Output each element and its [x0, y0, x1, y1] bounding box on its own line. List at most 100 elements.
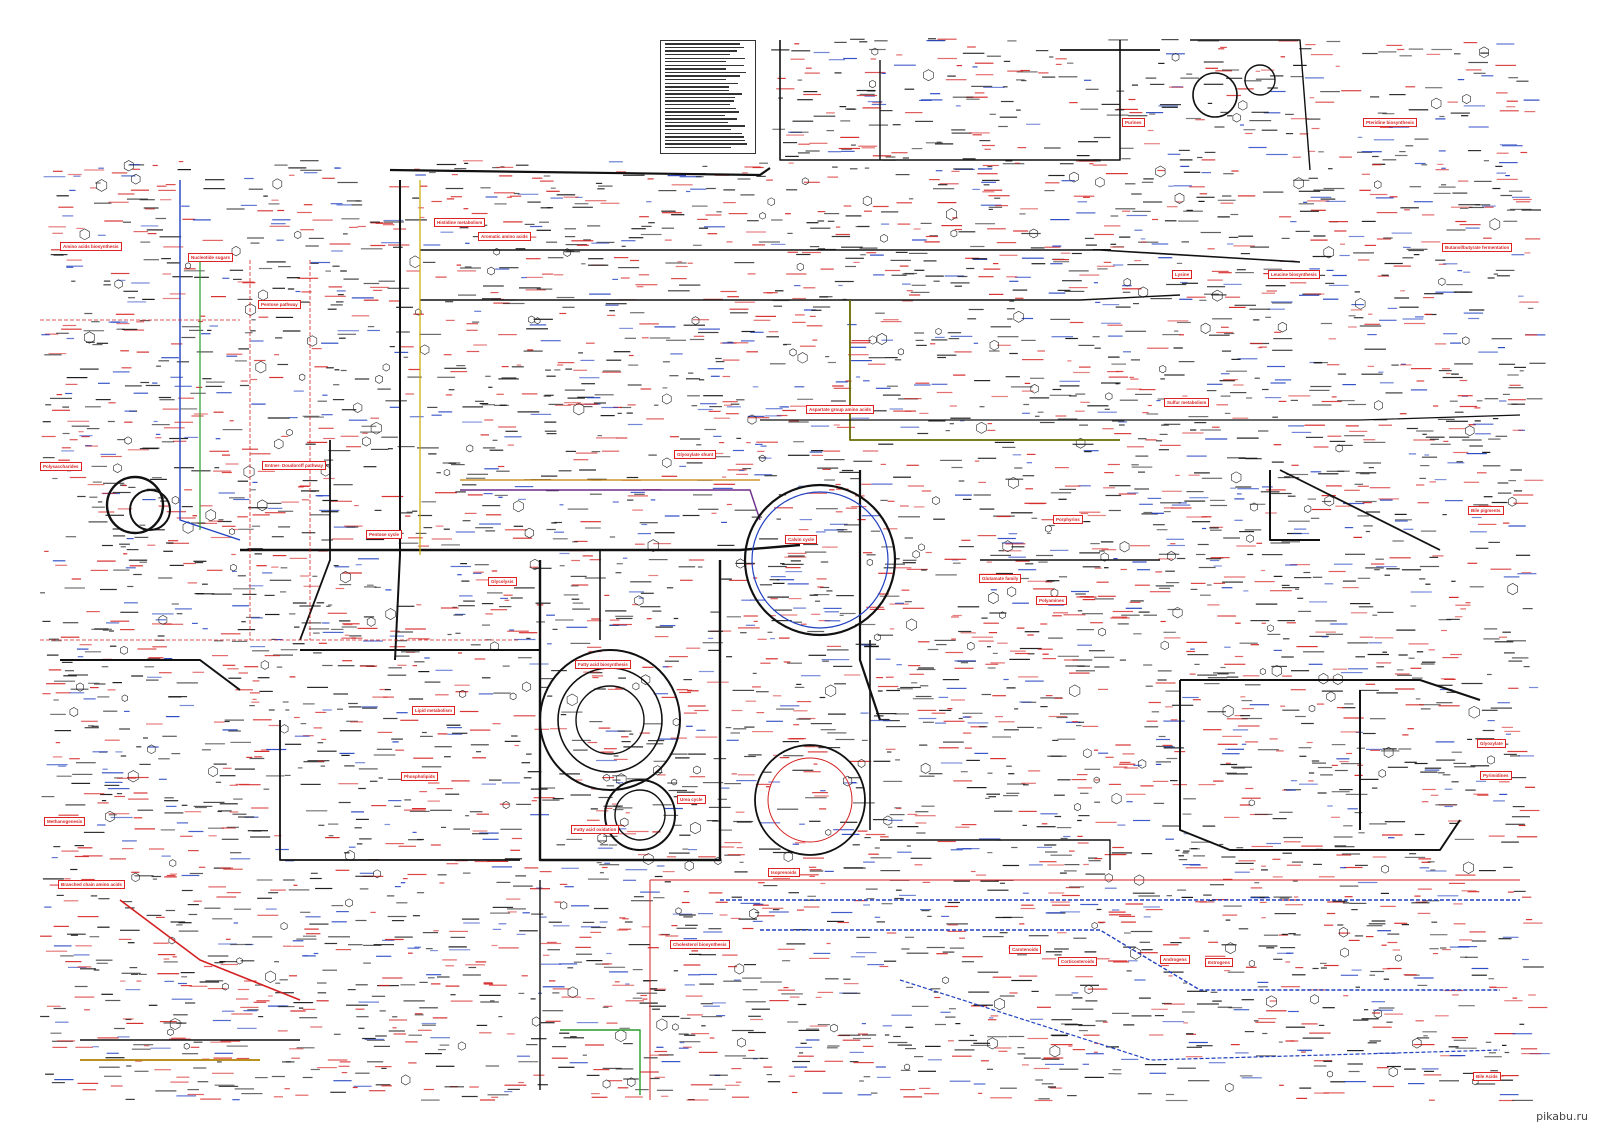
- fine-print-mark: [546, 241, 558, 243]
- fine-print-mark: [897, 851, 912, 853]
- fine-print-mark: [732, 689, 755, 691]
- fine-print-mark: [1209, 334, 1230, 336]
- fine-print-mark: [1442, 376, 1463, 379]
- fine-print-mark: [1145, 439, 1157, 441]
- fine-print-mark: [1027, 580, 1050, 582]
- fine-print-mark: [1042, 958, 1057, 960]
- fine-print-mark: [962, 956, 983, 958]
- fine-print-mark: [1331, 744, 1346, 746]
- fine-print-mark: [405, 219, 427, 221]
- fine-print-mark: [1522, 958, 1529, 961]
- fine-print-mark: [1146, 112, 1164, 114]
- fine-print-mark: [197, 522, 218, 524]
- fine-print-mark: [1320, 91, 1340, 93]
- fine-print-mark: [427, 800, 440, 802]
- fine-print-mark: [900, 686, 921, 689]
- fine-print-mark: [575, 452, 598, 454]
- fine-print-mark: [247, 1009, 259, 1011]
- fine-print-mark: [787, 454, 810, 456]
- fine-print-mark: [603, 966, 626, 968]
- fine-print-mark: [455, 491, 466, 493]
- fine-print-mark: [1347, 668, 1369, 670]
- fine-print-mark: [1404, 322, 1426, 325]
- fine-print-mark: [1371, 787, 1378, 789]
- fine-print-mark: [1161, 424, 1169, 426]
- fine-print-mark: [491, 1096, 499, 1098]
- fine-print-mark: [462, 872, 471, 874]
- fine-print-mark: [822, 660, 829, 662]
- fine-print-mark: [1512, 997, 1518, 999]
- fine-print-mark: [1240, 715, 1251, 717]
- fine-print-mark: [1143, 201, 1163, 203]
- fine-print-mark: [237, 575, 246, 577]
- fine-print-mark: [193, 1041, 203, 1043]
- fine-print-mark: [1452, 994, 1459, 996]
- fine-print-mark: [422, 932, 438, 934]
- fine-print-mark: [513, 192, 520, 195]
- fine-print-mark: [1076, 629, 1094, 631]
- fine-print-mark: [328, 835, 334, 837]
- fine-print-mark: [55, 1021, 69, 1023]
- fine-print-mark: [980, 204, 1002, 206]
- fine-print-mark: [192, 671, 204, 673]
- fine-print-mark: [1334, 846, 1355, 848]
- fine-print-mark: [178, 397, 194, 399]
- fine-print-mark: [1063, 870, 1077, 872]
- fine-print-mark: [1353, 1019, 1369, 1021]
- fine-print-mark: [1094, 858, 1103, 860]
- fine-print-mark: [803, 906, 820, 908]
- fine-print-mark: [516, 364, 522, 366]
- fine-print-mark: [954, 1049, 975, 1051]
- fine-print-mark: [69, 189, 76, 191]
- fine-print-mark: [293, 884, 298, 886]
- fine-print-mark: [355, 1072, 370, 1074]
- fine-print-mark: [143, 259, 159, 261]
- fine-print-mark: [1211, 270, 1229, 272]
- fine-print-mark: [605, 303, 627, 305]
- fine-print-mark: [977, 168, 993, 170]
- fine-print-mark: [600, 415, 615, 417]
- fine-print-mark: [480, 1001, 499, 1003]
- fine-print-mark: [1404, 1068, 1416, 1070]
- fine-print-mark: [745, 1001, 766, 1003]
- fine-print-mark: [809, 594, 818, 596]
- fine-print-mark: [554, 369, 561, 371]
- fine-print-mark: [298, 486, 304, 488]
- fine-print-mark: [1184, 500, 1206, 502]
- fine-print-mark: [1079, 274, 1100, 276]
- fine-print-mark: [332, 399, 345, 401]
- fine-print-mark: [178, 930, 199, 932]
- fine-print-mark: [1368, 923, 1386, 925]
- fine-print-mark: [759, 162, 768, 164]
- fine-print-mark: [1027, 1037, 1049, 1040]
- fine-print-mark: [400, 719, 419, 721]
- fine-print-mark: [1328, 338, 1337, 340]
- fine-print-mark: [144, 666, 155, 668]
- fine-print-mark: [686, 1099, 709, 1101]
- fine-print-mark: [1078, 1024, 1096, 1027]
- fine-print-mark: [1022, 892, 1029, 894]
- fine-print-mark: [162, 297, 181, 300]
- fine-print-mark: [1507, 750, 1528, 753]
- fine-print-mark: [1111, 852, 1133, 854]
- fine-print-mark: [203, 801, 225, 803]
- fine-print-mark: [574, 540, 588, 542]
- fine-print-mark: [353, 1085, 372, 1087]
- fine-print-mark: [862, 107, 882, 109]
- fine-print-mark: [1273, 575, 1283, 577]
- fine-print-mark: [454, 613, 466, 615]
- fine-print-mark: [65, 961, 82, 963]
- fine-print-mark: [1270, 90, 1286, 93]
- fine-print-mark: [1085, 244, 1097, 246]
- fine-print-mark: [1378, 371, 1384, 373]
- fine-print-mark: [1519, 1023, 1525, 1025]
- fine-print-mark: [134, 875, 154, 877]
- fine-print-mark: [1459, 207, 1469, 209]
- fine-print-mark: [1207, 279, 1223, 281]
- fine-print-mark: [1241, 708, 1254, 710]
- fine-print-mark: [1278, 934, 1289, 936]
- fine-print-mark: [1196, 553, 1206, 556]
- fine-print-mark: [358, 558, 379, 560]
- fine-print-mark: [597, 840, 607, 842]
- fine-print-mark: [58, 765, 67, 767]
